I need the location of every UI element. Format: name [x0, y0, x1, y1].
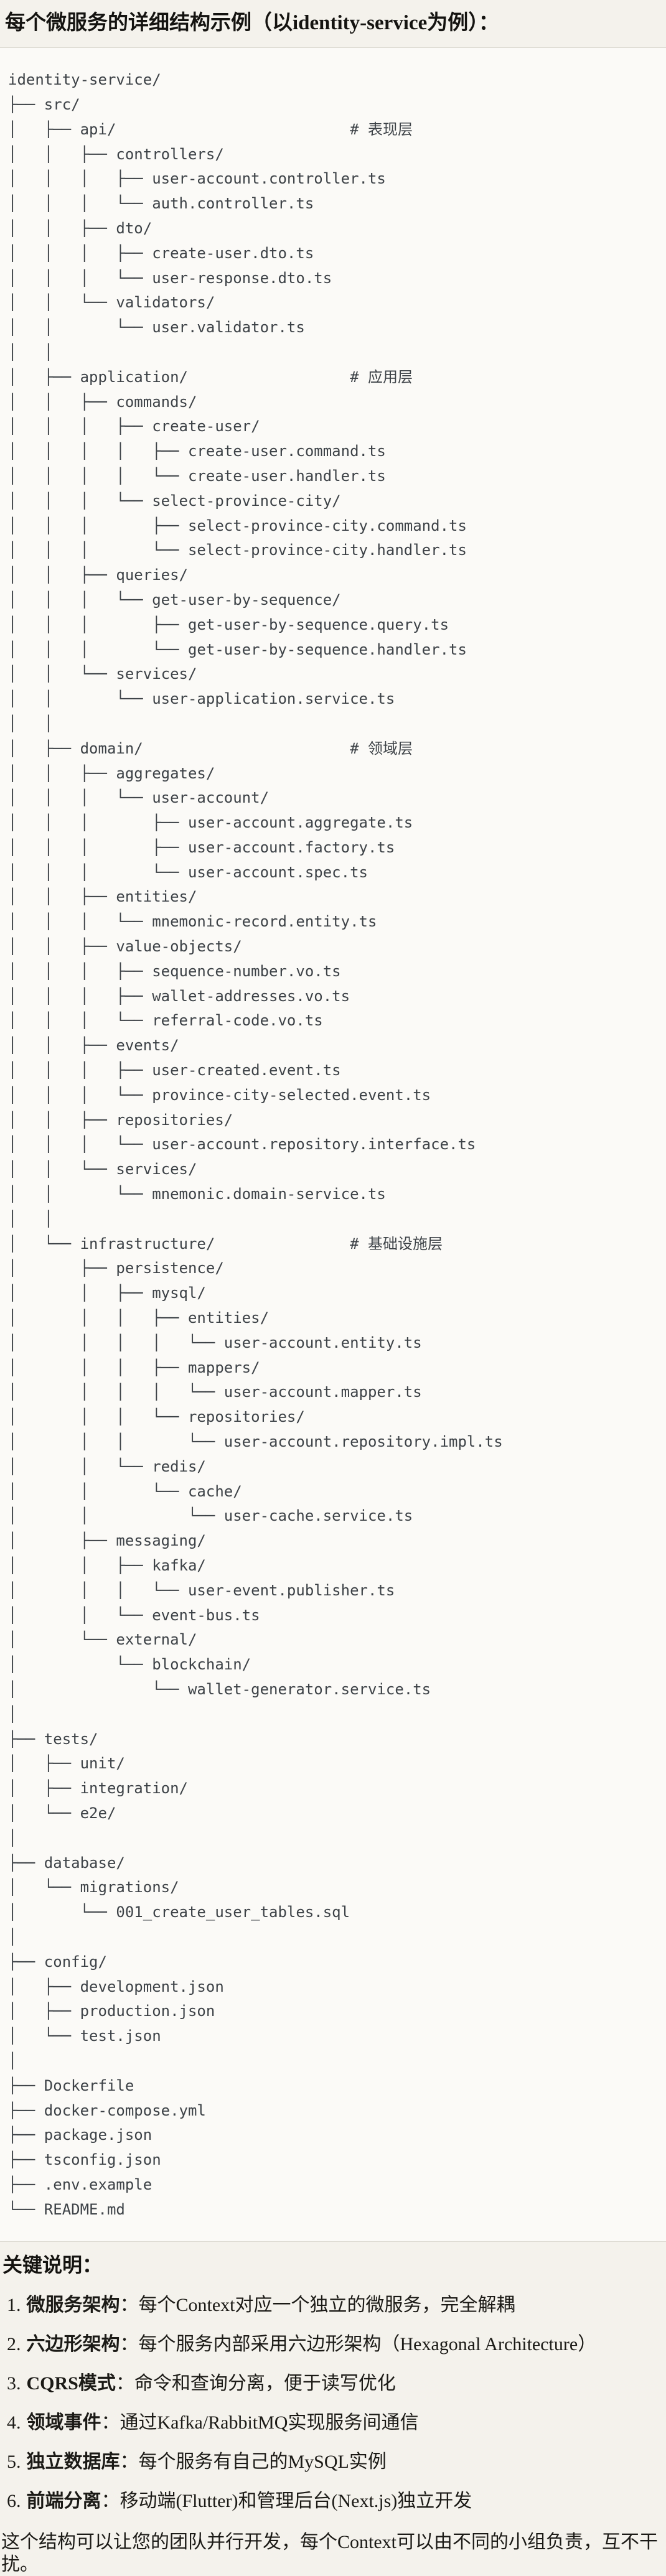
note-label: 领域事件 — [26, 2412, 101, 2433]
note-item: 1.微服务架构：每个Context对应一个独立的微服务，完全解耦 — [1, 2294, 661, 2317]
note-number: 6. — [7, 2490, 21, 2511]
note-label: 六边形架构 — [26, 2333, 120, 2354]
note-label: 前端分离 — [26, 2490, 101, 2511]
note-label: CQRS模式 — [26, 2373, 116, 2394]
note-number: 2. — [7, 2333, 21, 2354]
page-title: 每个微服务的详细结构示例（以identity-service为例）： — [5, 12, 499, 34]
note-text: ：命令和查询分离，便于读写优化 — [115, 2373, 396, 2394]
note-item: 4.领域事件：通过Kafka/RabbitMQ实现服务间通信 — [1, 2412, 661, 2434]
note-item: 6.前端分离：移动端(Flutter)和管理后台(Next.js)独立开发 — [1, 2490, 661, 2513]
note-number: 3. — [7, 2373, 21, 2394]
closing-paragraph: 这个结构可以让您的团队并行开发，每个Context可以由不同的小组负责，互不干扰… — [1, 2531, 658, 2575]
note-number: 4. — [7, 2412, 21, 2433]
note-label: 独立数据库 — [26, 2451, 120, 2472]
note-text: ：移动端(Flutter)和管理后台(Next.js)独立开发 — [101, 2490, 472, 2511]
note-text: ：每个Context对应一个独立的微服务，完全解耦 — [120, 2294, 515, 2315]
code-block: identity-service/ ├── src/ │ ├── api/ # … — [0, 47, 666, 2242]
note-text: ：通过Kafka/RabbitMQ实现服务间通信 — [101, 2412, 419, 2433]
note-text: ：每个服务有自己的MySQL实例 — [120, 2451, 387, 2472]
note-item: 5.独立数据库：每个服务有自己的MySQL实例 — [1, 2451, 661, 2473]
notes-heading: 关键说明： — [2, 2253, 103, 2276]
notes-section: 关键说明： 1.微服务架构：每个Context对应一个独立的微服务，完全解耦 2… — [0, 2242, 666, 2576]
note-item: 3.CQRS模式：命令和查询分离，便于读写优化 — [1, 2373, 661, 2395]
note-number: 1. — [7, 2294, 21, 2315]
note-item: 2.六边形架构：每个服务内部采用六边形架构（Hexagonal Architec… — [1, 2333, 661, 2356]
note-number: 5. — [7, 2451, 21, 2472]
note-label: 微服务架构 — [26, 2294, 120, 2315]
file-tree: identity-service/ ├── src/ │ ├── api/ # … — [8, 71, 503, 2218]
note-text: ：每个服务内部采用六边形架构（Hexagonal Architecture） — [120, 2333, 597, 2354]
